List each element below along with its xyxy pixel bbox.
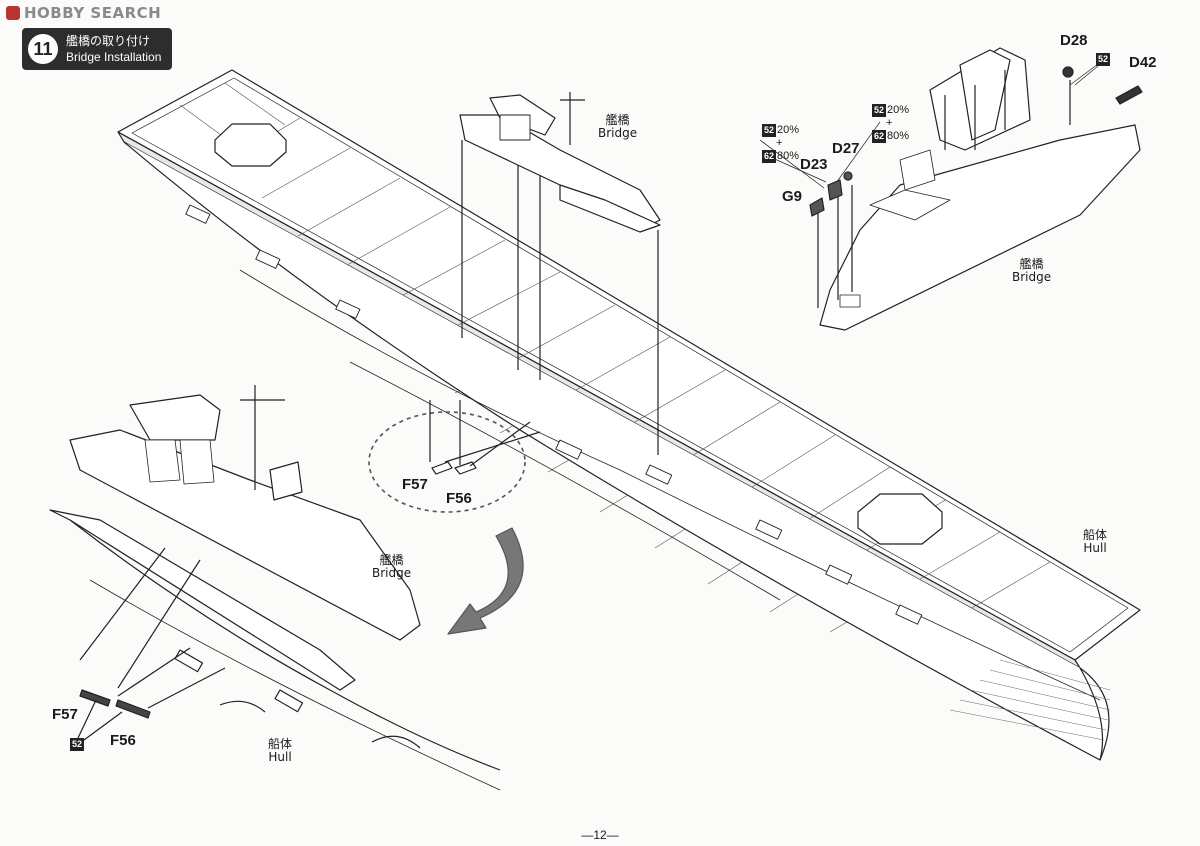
part-d23: D23 xyxy=(800,156,828,173)
hull-left-drawing xyxy=(49,509,501,791)
left-part-guides xyxy=(77,547,226,741)
main-hull-drawing xyxy=(117,69,1141,761)
step-header: 11 艦橋の取り付け Bridge Installation xyxy=(22,28,172,70)
step-title-en: Bridge Installation xyxy=(66,50,162,64)
part-d28: D28 xyxy=(1060,32,1088,49)
hobby-search-watermark: HOBBY SEARCH xyxy=(6,4,161,22)
hobby-search-logo-icon xyxy=(6,6,20,20)
part-f57-left: F57 xyxy=(52,706,78,723)
part-d42: D42 xyxy=(1129,54,1157,71)
paint-chip-f-parts: 52 xyxy=(70,738,85,751)
center-part-guides xyxy=(429,400,541,475)
paint-chip-d28: 52 xyxy=(1096,53,1111,66)
step-title-jp: 艦橋の取り付け xyxy=(66,34,151,48)
bridge-right-drawing xyxy=(759,47,1143,331)
detail-highlight-circle xyxy=(368,411,526,513)
part-f56-left: F56 xyxy=(110,732,136,749)
part-g9: G9 xyxy=(782,188,803,205)
part-d27: D27 xyxy=(832,140,860,157)
bridge-top-drawing xyxy=(459,92,661,455)
detail-arrow-icon xyxy=(447,527,524,635)
step-number: 11 xyxy=(28,34,58,64)
part-f56-center: F56 xyxy=(446,490,472,507)
page-number: —12— xyxy=(581,828,619,842)
bridge-left-drawing xyxy=(69,385,421,641)
part-f57-center: F57 xyxy=(402,476,428,493)
watermark-text: HOBBY SEARCH xyxy=(24,4,162,22)
